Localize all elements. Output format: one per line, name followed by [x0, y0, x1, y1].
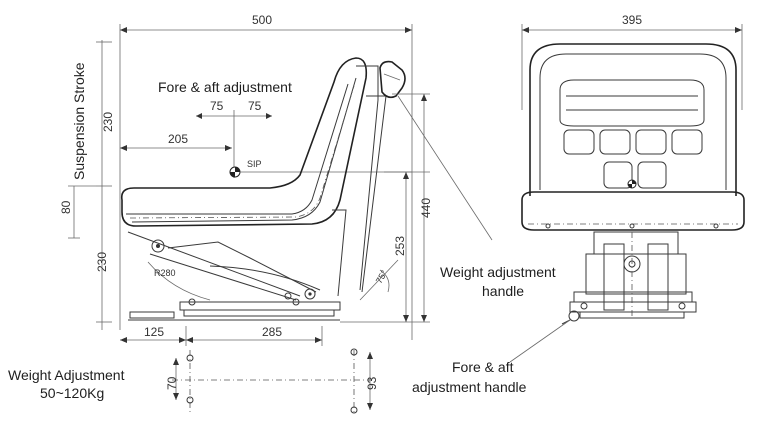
front-view: 395 [509, 13, 745, 363]
dim-440: 440 [419, 198, 433, 218]
fore-aft-adjustment-label: Fore & aft adjustment [158, 79, 292, 95]
dim-125: 125 [144, 325, 164, 339]
suspension-stroke-label: Suspension Stroke [71, 62, 87, 180]
weight-adjustment-handle-label-2: handle [482, 283, 524, 299]
dim-285: 285 [262, 325, 282, 339]
dim-80: 80 [59, 200, 73, 214]
fore-aft-handle-label-1: Fore & aft [452, 359, 514, 375]
weight-range-label: 50~120Kg [40, 385, 104, 401]
radius-label: R280 [154, 268, 176, 278]
sip-label: SIP [247, 159, 262, 169]
dim-500: 500 [252, 13, 272, 27]
side-view: 500 230 80 230 Suspension Stroke Fore & … [59, 13, 493, 346]
weight-adjustment-handle-label-1: Weight adjustment [440, 264, 556, 280]
dim-70: 70 [165, 376, 179, 390]
angle-label: 75° [374, 268, 390, 285]
dim-395: 395 [622, 13, 642, 27]
dim-253: 253 [393, 236, 407, 256]
dim-230-base: 230 [95, 252, 109, 272]
mounting-pattern: 70 93 Weight Adjustment 50~120Kg [8, 348, 379, 414]
fore-aft-handle-label-2: adjustment handle [412, 379, 527, 395]
dim-75-left: 75 [210, 99, 224, 113]
dim-205: 205 [168, 132, 188, 146]
dim-75-right: 75 [248, 99, 262, 113]
dim-230-top: 230 [101, 112, 115, 132]
dim-93: 93 [365, 376, 379, 390]
weight-adjustment-label: Weight Adjustment [8, 367, 125, 383]
